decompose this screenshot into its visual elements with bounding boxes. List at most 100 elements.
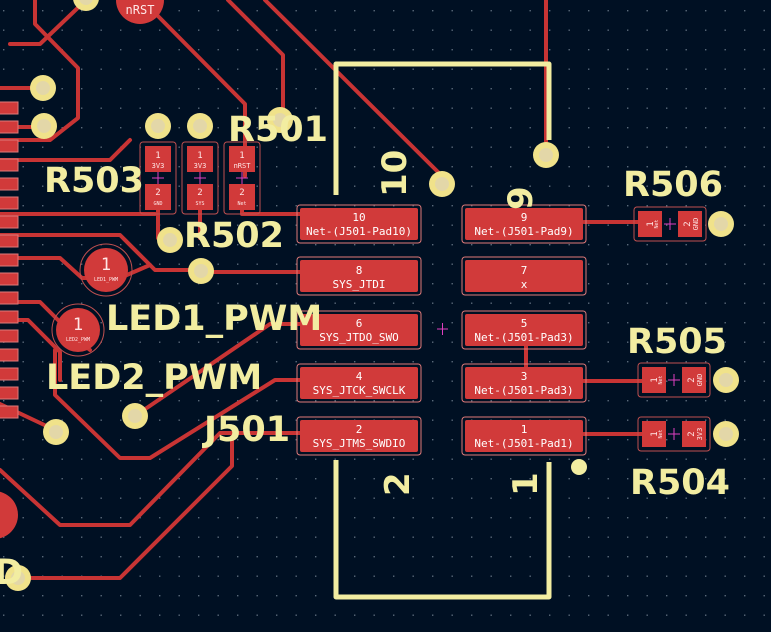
via <box>187 113 213 139</box>
svg-text:1: 1 <box>646 221 656 226</box>
pad-3[interactable]: 3 Net-(J501-Pad3) <box>461 363 587 403</box>
resistor-r505-footprint[interactable]: 1 Net 2 GND <box>637 362 711 398</box>
resistor-r503-footprint[interactable]: 1 3V3 2 GND <box>139 141 177 215</box>
track <box>133 322 302 418</box>
svg-text:SYS: SYS <box>195 201 204 207</box>
pin1-marker-dot <box>571 459 587 475</box>
pad-7[interactable]: 7 x <box>461 256 587 296</box>
resistor-r504-footprint[interactable]: 1 Net 2 3V3 <box>637 416 711 452</box>
ref-r504: R504 <box>630 463 730 503</box>
svg-text:2: 2 <box>197 188 202 198</box>
footprint-anchor-icon <box>437 323 448 335</box>
resistor-r502-footprint[interactable]: 1 3V3 2 SYS <box>181 141 219 215</box>
via <box>31 113 57 139</box>
pin-marker-1: 1 <box>506 472 546 496</box>
pad-4[interactable]: 4 SYS_JTCK_SWCLK <box>296 363 422 403</box>
svg-text:GND: GND <box>153 201 162 207</box>
svg-text:nRST: nRST <box>126 3 155 17</box>
svg-text:Net-(J501-Pad3): Net-(J501-Pad3) <box>474 384 573 397</box>
svg-text:1: 1 <box>650 377 660 382</box>
svg-text:2: 2 <box>155 188 160 198</box>
pad-9[interactable]: 9 Net-(J501-Pad9) <box>461 204 587 244</box>
via <box>533 142 559 168</box>
svg-text:GND: GND <box>692 218 700 231</box>
svg-text:3V3: 3V3 <box>194 162 207 170</box>
pin-marker-10: 10 <box>375 150 415 197</box>
svg-text:Net-(J501-Pad10): Net-(J501-Pad10) <box>306 225 412 238</box>
led2-pad[interactable]: 1 LED2_PWM <box>51 303 105 357</box>
track <box>0 138 132 162</box>
pad-6[interactable]: 6 SYS_JTDO_SWO <box>296 310 422 350</box>
via <box>267 107 293 133</box>
via <box>157 227 183 253</box>
track <box>0 233 202 272</box>
svg-text:Net-(J501-Pad3): Net-(J501-Pad3) <box>474 331 573 344</box>
pad-10[interactable]: 10 Net-(J501-Pad10) <box>296 204 422 244</box>
via <box>188 258 214 284</box>
track <box>0 431 302 527</box>
svg-text:LED2_PWM: LED2_PWM <box>66 337 90 343</box>
ref-r501: R501 <box>228 110 328 150</box>
svg-text:GND: GND <box>696 374 704 387</box>
j501-courtyard <box>333 61 552 600</box>
pad-1[interactable]: 1 Net-(J501-Pad1) <box>461 416 587 456</box>
svg-text:10: 10 <box>352 211 365 224</box>
via <box>708 211 734 237</box>
svg-text:2: 2 <box>356 423 363 436</box>
via <box>73 0 99 11</box>
svg-text:8: 8 <box>356 264 363 277</box>
svg-text:SYS_JTCK_SWCLK: SYS_JTCK_SWCLK <box>313 384 406 397</box>
svg-text:1: 1 <box>521 423 528 436</box>
track <box>0 0 80 142</box>
vias <box>5 0 739 591</box>
ref-led1-pwm: LED1_PWM <box>106 299 322 339</box>
pad-5[interactable]: 5 Net-(J501-Pad3) <box>461 310 587 350</box>
svg-text:3V3: 3V3 <box>696 428 704 441</box>
ref-r502: R502 <box>184 216 284 256</box>
svg-text:9: 9 <box>521 211 528 224</box>
svg-text:3V3: 3V3 <box>152 162 165 170</box>
resistor-r501-footprint[interactable]: 1 nRST 2 Net <box>223 141 261 215</box>
resistor-r506-footprint[interactable]: 1 Net 2 GND <box>633 206 707 242</box>
j501-pads: 10 Net-(J501-Pad10) 9 Net-(J501-Pad9) 8 … <box>296 204 587 456</box>
via <box>429 171 455 197</box>
via <box>43 419 69 445</box>
via <box>713 367 739 393</box>
svg-text:LED1_PWM: LED1_PWM <box>94 277 118 283</box>
via <box>713 421 739 447</box>
svg-text:6: 6 <box>356 317 363 330</box>
nrst-pad[interactable]: nRST <box>116 0 164 24</box>
svg-text:1: 1 <box>73 315 83 335</box>
track <box>53 348 302 460</box>
pad-8[interactable]: 8 SYS_JTDI <box>296 256 422 296</box>
ref-r505: R505 <box>627 322 727 362</box>
track <box>226 0 285 120</box>
svg-text:1: 1 <box>239 151 244 161</box>
ref-partial-d: D <box>0 553 23 593</box>
svg-text:nRST: nRST <box>234 162 252 170</box>
svg-text:Net-(J501-Pad9): Net-(J501-Pad9) <box>474 225 573 238</box>
svg-text:3: 3 <box>521 370 528 383</box>
svg-text:2: 2 <box>239 188 244 198</box>
track <box>0 256 152 280</box>
ref-j501: J501 <box>202 410 290 450</box>
ref-led2-pwm: LED2_PWM <box>46 358 262 398</box>
svg-text:2: 2 <box>687 431 697 436</box>
svg-text:4: 4 <box>356 370 363 383</box>
via <box>5 565 31 591</box>
pad-2[interactable]: 2 SYS_JTMS_SWDIO <box>296 416 422 456</box>
svg-text:Net: Net <box>237 201 246 207</box>
track <box>16 435 234 580</box>
svg-text:Net-(J501-Pad1): Net-(J501-Pad1) <box>474 437 573 450</box>
svg-text:1: 1 <box>650 431 660 436</box>
led1-pad[interactable]: 1 LED1_PWM <box>79 243 133 297</box>
svg-text:2: 2 <box>687 377 697 382</box>
via <box>122 403 148 429</box>
via <box>30 75 56 101</box>
svg-text:1: 1 <box>101 255 111 275</box>
via <box>145 113 171 139</box>
svg-text:SYS_JTDI: SYS_JTDI <box>333 278 386 291</box>
svg-text:SYS_JTMS_SWDIO: SYS_JTMS_SWDIO <box>313 437 406 450</box>
svg-text:x: x <box>521 278 528 291</box>
pin-marker-9: 9 <box>501 186 541 210</box>
